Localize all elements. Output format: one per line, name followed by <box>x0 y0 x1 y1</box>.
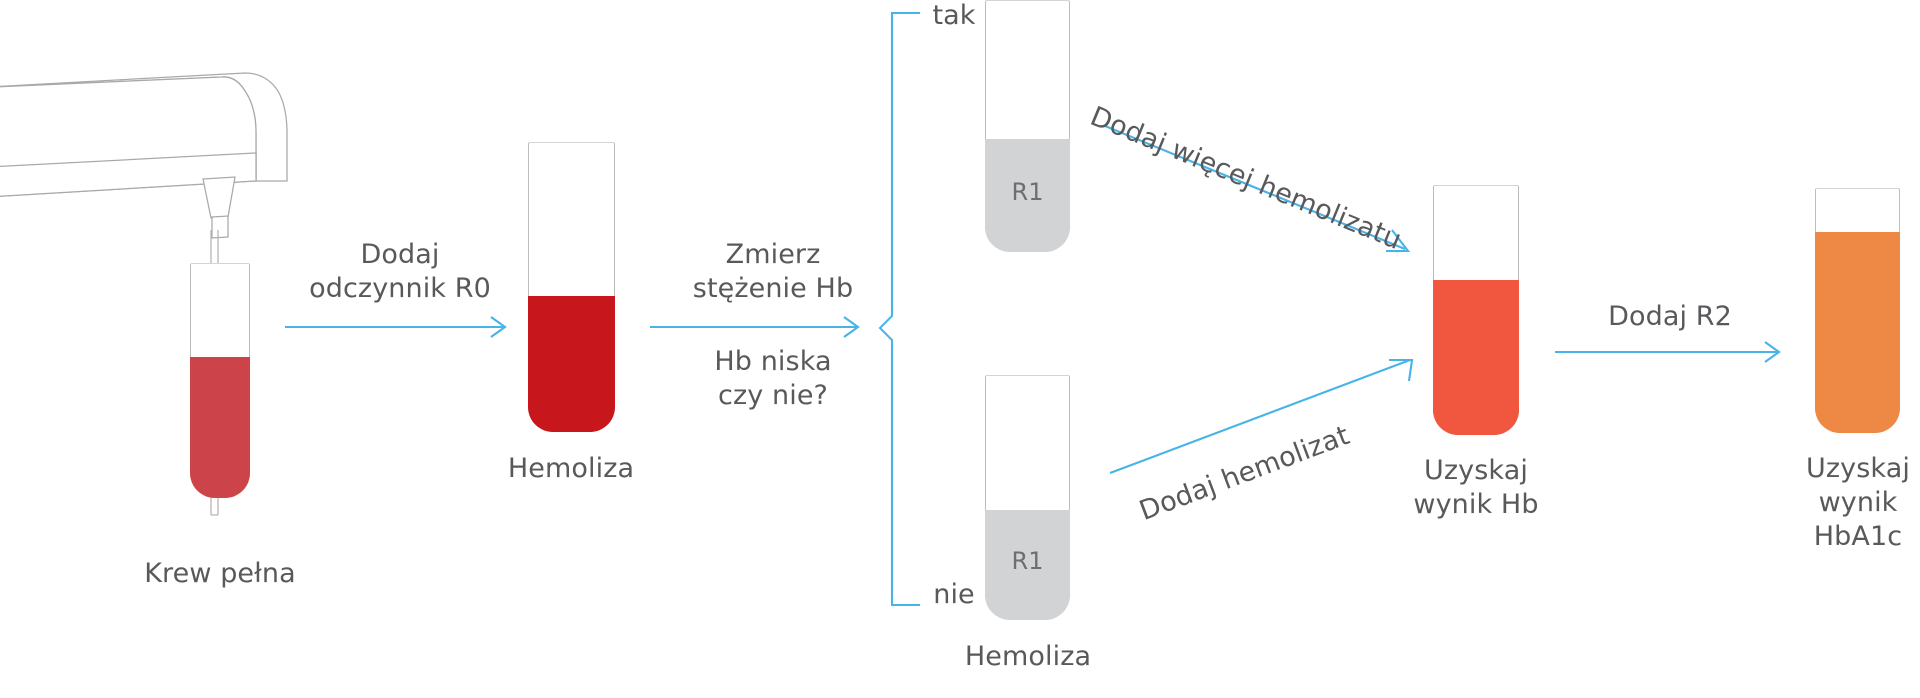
caption-hemolysis-main: Hemoliza <box>507 453 635 484</box>
pipettor-device-icon <box>0 72 288 239</box>
caption-hemolysis-no-branch: Hemoliza <box>964 641 1092 672</box>
arrow-add-hemolysate-icon <box>1109 358 1414 474</box>
tube-label-r1: R1 <box>1011 178 1044 206</box>
arrow-label-add-r0: Dodaj odczynnik R0 <box>309 239 491 304</box>
branch-label-yes: tak <box>932 0 976 31</box>
arrow-add-more-hemolysate-icon <box>1104 125 1411 253</box>
tube-fill-r1-no <box>985 509 1070 620</box>
arrow-label-measure-hb-top: Zmierz stężenie Hb <box>692 239 854 304</box>
arrow-add-r2-icon <box>1555 341 1781 363</box>
arrow-label-add-r2: Dodaj R2 <box>1608 301 1732 332</box>
tube-fill-hba1c-result <box>1815 232 1900 433</box>
tube-fill-r1-yes <box>985 138 1070 252</box>
arrow-add-r0-icon <box>285 316 507 338</box>
caption-whole-blood: Krew pełna <box>144 558 296 589</box>
tube-hemolysis-main <box>528 142 615 432</box>
branch-label-no: nie <box>933 579 975 610</box>
tube-hba1c-result <box>1815 188 1900 433</box>
caption-hba1c-result: Uzyskaj wynik HbA1c <box>1806 453 1910 552</box>
arrow-label-measure-hb-bottom: Hb niska czy nie? <box>714 346 832 411</box>
tube-fill-hb-result <box>1433 280 1519 435</box>
decision-bracket-icon <box>878 11 920 607</box>
tube-r1-no-branch: R1 <box>985 375 1070 620</box>
caption-hb-result: Uzyskaj wynik Hb <box>1413 455 1539 520</box>
tube-fill-whole-blood <box>190 357 250 498</box>
tube-label-r1: R1 <box>1011 547 1044 575</box>
arrow-measure-hb-icon <box>650 316 860 338</box>
tube-whole-blood <box>190 263 250 498</box>
tube-hb-result <box>1433 185 1519 435</box>
tube-r1-yes-branch: R1 <box>985 0 1070 252</box>
tube-fill-hemolysis <box>528 295 615 432</box>
